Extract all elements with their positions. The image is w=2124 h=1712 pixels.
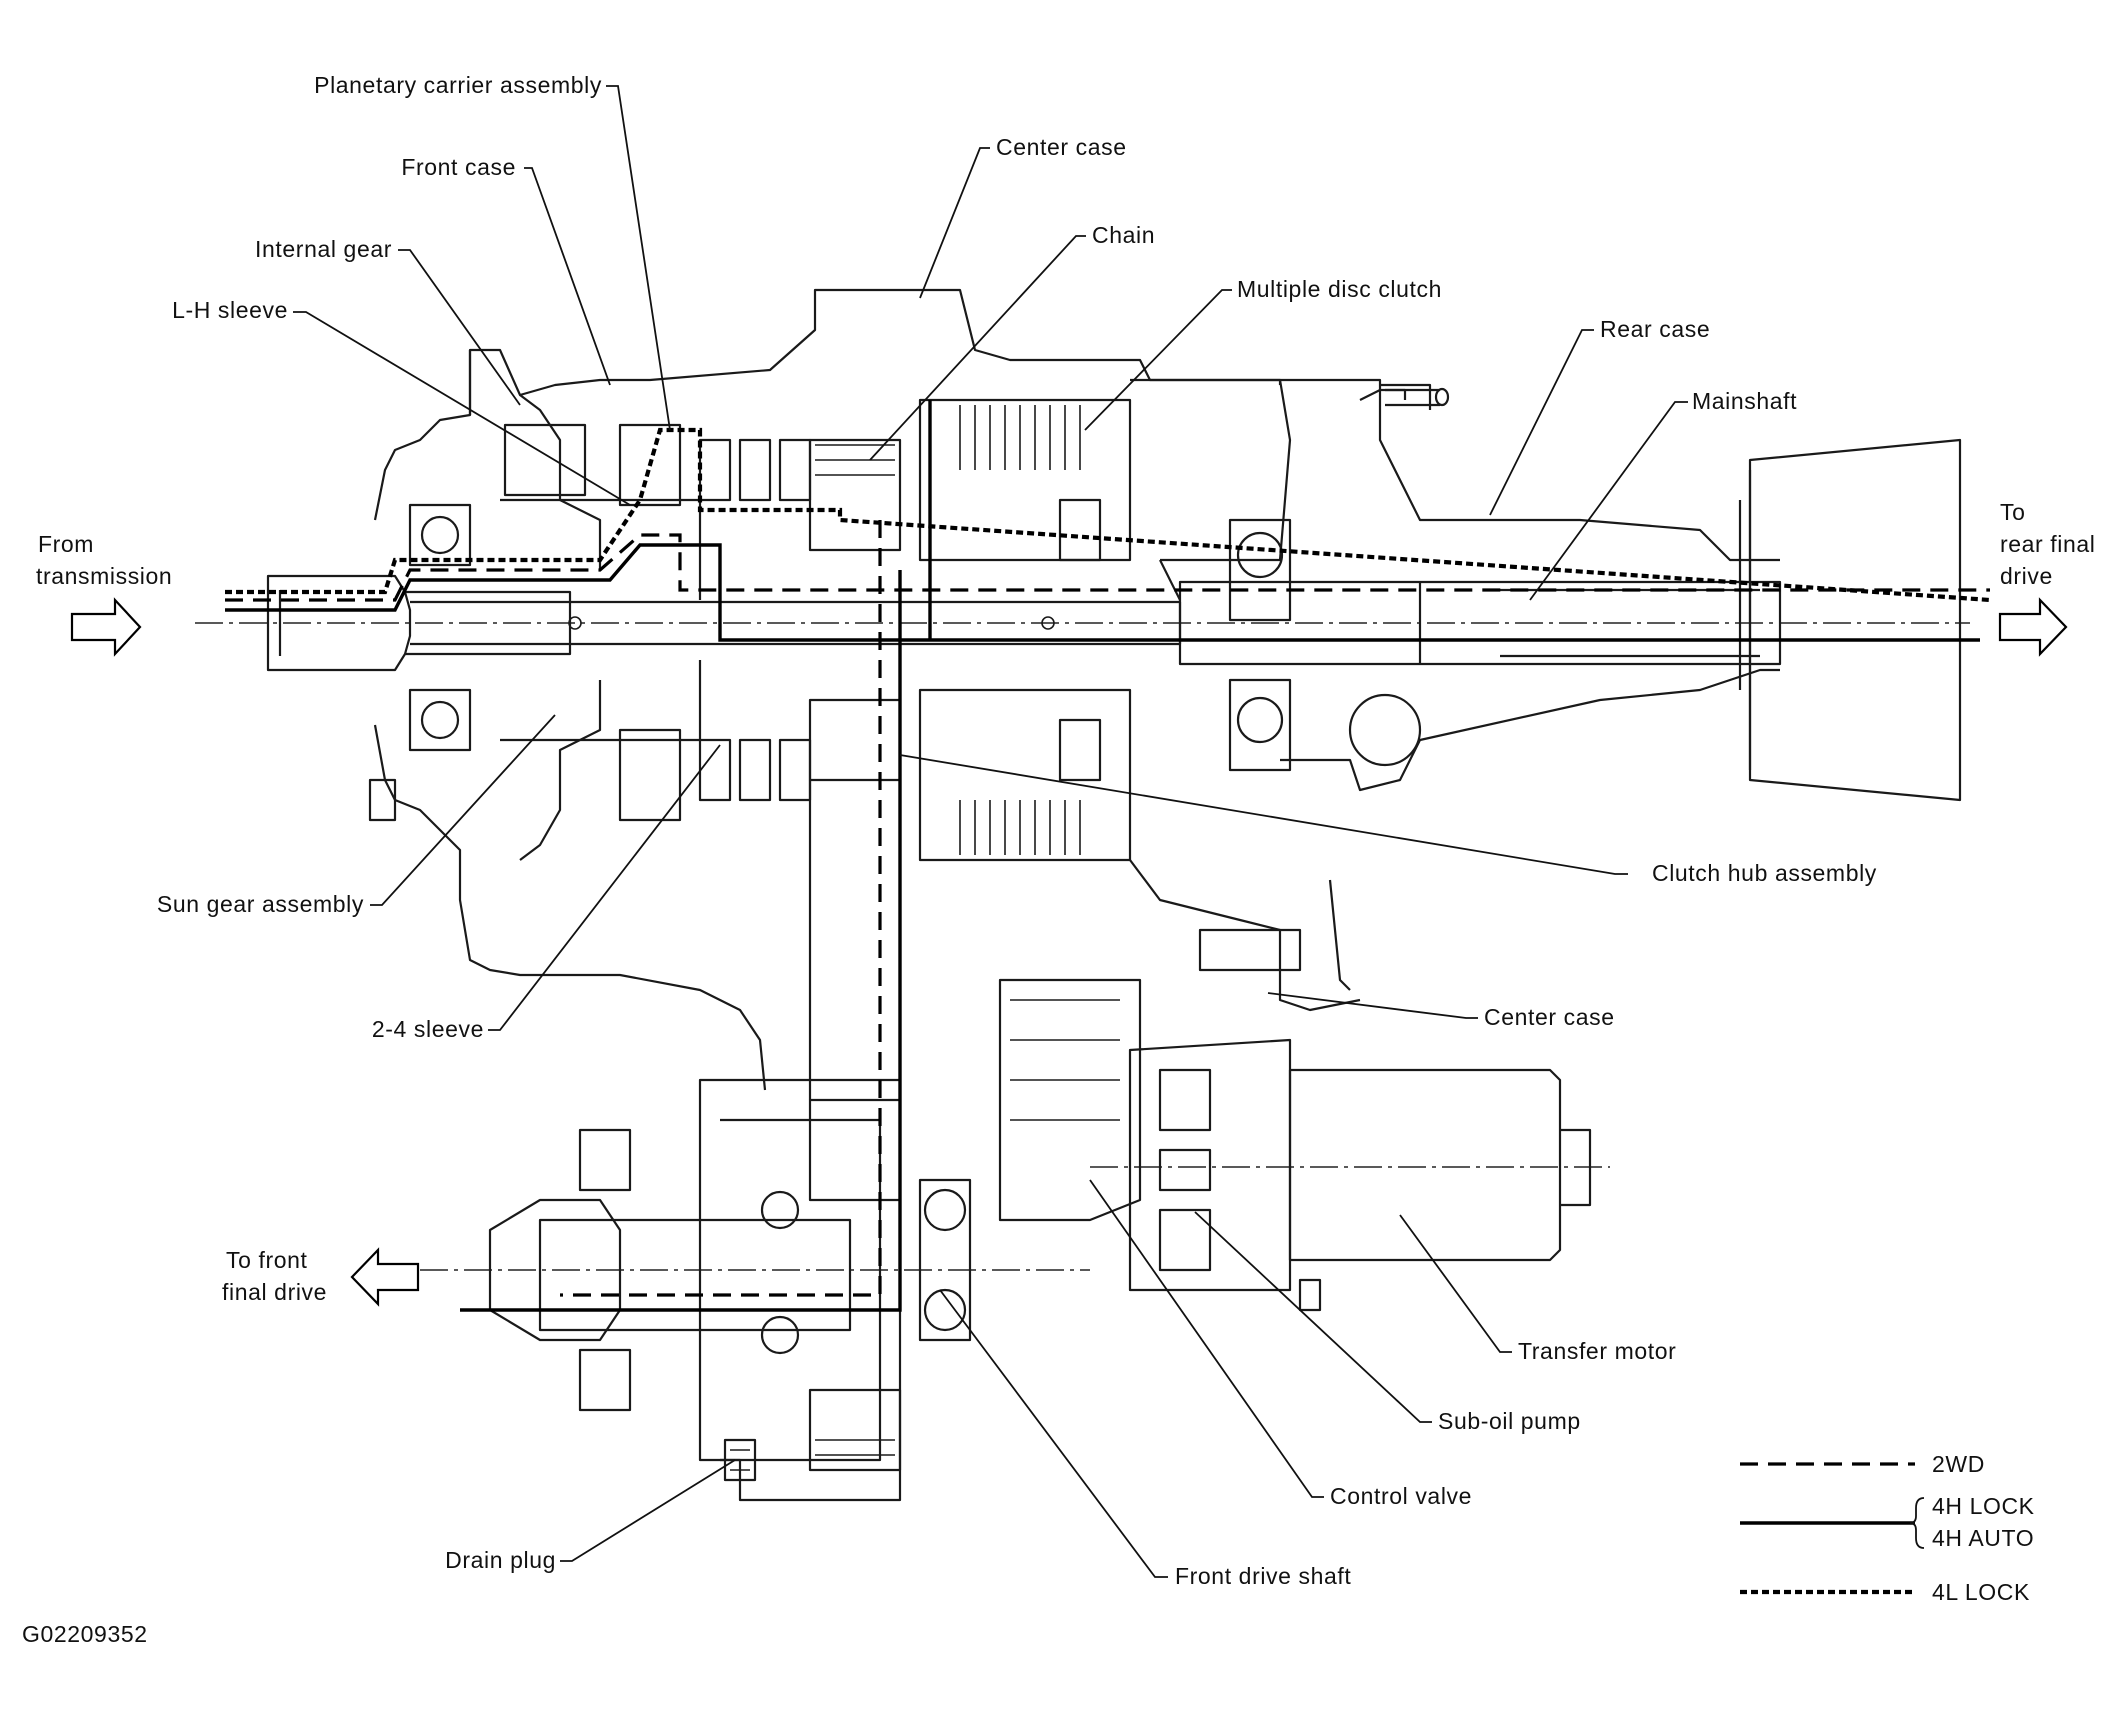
callout-labels: Planetary carrier assembly Front case In… bbox=[157, 72, 1877, 1589]
label-drain-plug: Drain plug bbox=[445, 1547, 556, 1573]
label-sub-oil-pump: Sub-oil pump bbox=[1438, 1408, 1581, 1434]
label-control-valve: Control valve bbox=[1330, 1483, 1472, 1509]
transfer-motor-body bbox=[1128, 1038, 1592, 1312]
legend-label-2wd: 2WD bbox=[1932, 1451, 1985, 1477]
control-valve-body bbox=[998, 978, 1212, 1272]
figure-id: G02209352 bbox=[22, 1621, 148, 1647]
label-center-case-bottom: Center case bbox=[1484, 1004, 1615, 1030]
label-to-rear-2: rear final bbox=[2000, 531, 2095, 557]
rear-case bbox=[1280, 378, 1780, 991]
label-to-front-2: final drive bbox=[222, 1279, 327, 1305]
label-to-rear-3: drive bbox=[2000, 563, 2053, 589]
label-from-transmission-1: From bbox=[38, 531, 94, 557]
breather-tube bbox=[1385, 387, 1450, 407]
front-case bbox=[368, 288, 1282, 1091]
flow-labels: From transmission To rear final drive To… bbox=[36, 499, 2095, 1305]
label-lh-sleeve: L-H sleeve bbox=[172, 297, 288, 323]
input-arrow bbox=[70, 597, 142, 657]
center-case bbox=[1129, 378, 1361, 1012]
label-rear-case: Rear case bbox=[1600, 316, 1710, 342]
leader-lines bbox=[293, 85, 1688, 1578]
label-planetary-carrier-assembly: Planetary carrier assembly bbox=[314, 72, 602, 98]
label-2-4-sleeve: 2-4 sleeve bbox=[372, 1016, 484, 1042]
power-flow-paths bbox=[225, 400, 1991, 1312]
label-front-drive-shaft: Front drive shaft bbox=[1175, 1563, 1351, 1589]
label-front-case: Front case bbox=[401, 154, 516, 180]
front-output-arrow bbox=[350, 1247, 420, 1307]
flow-path-4l bbox=[225, 427, 1991, 603]
flow-path-2wd bbox=[225, 533, 1990, 602]
label-chain: Chain bbox=[1092, 222, 1155, 248]
label-from-transmission-2: transmission bbox=[36, 563, 172, 589]
planetary-gearset bbox=[500, 423, 812, 822]
label-multiple-disc-clutch: Multiple disc clutch bbox=[1237, 276, 1442, 302]
legend-brace bbox=[1909, 1497, 1925, 1549]
label-mainshaft: Mainshaft bbox=[1692, 388, 1797, 414]
label-clutch-hub-assembly: Clutch hub assembly bbox=[1652, 860, 1877, 886]
front-drive-housing bbox=[488, 1078, 972, 1502]
legend-label-4h-lock: 4H LOCK bbox=[1932, 1493, 2035, 1519]
drive-sprocket-and-chain bbox=[808, 438, 902, 1472]
label-to-rear-1: To bbox=[2000, 499, 2026, 525]
legend-label-4h-auto: 4H AUTO bbox=[1932, 1525, 2034, 1551]
multiple-disc-clutch bbox=[918, 398, 1132, 862]
label-center-case-top: Center case bbox=[996, 134, 1127, 160]
legend: 2WD 4H LOCK 4H AUTO 4L LOCK bbox=[1740, 1451, 2035, 1605]
label-sun-gear-assembly: Sun gear assembly bbox=[157, 891, 364, 917]
flow-path-4h bbox=[225, 543, 1980, 642]
label-internal-gear: Internal gear bbox=[255, 236, 392, 262]
transfer-assembly-drawing bbox=[195, 288, 1970, 1502]
legend-label-4l-lock: 4L LOCK bbox=[1932, 1579, 2030, 1605]
input-shaft bbox=[266, 574, 572, 672]
label-to-front-1: To front bbox=[226, 1247, 308, 1273]
rear-output-arrow bbox=[1998, 597, 2068, 657]
rear-output-flange bbox=[1748, 438, 1962, 802]
label-transfer-motor: Transfer motor bbox=[1518, 1338, 1676, 1364]
flow-arrows bbox=[70, 597, 2068, 1307]
front-bearings bbox=[408, 503, 472, 752]
